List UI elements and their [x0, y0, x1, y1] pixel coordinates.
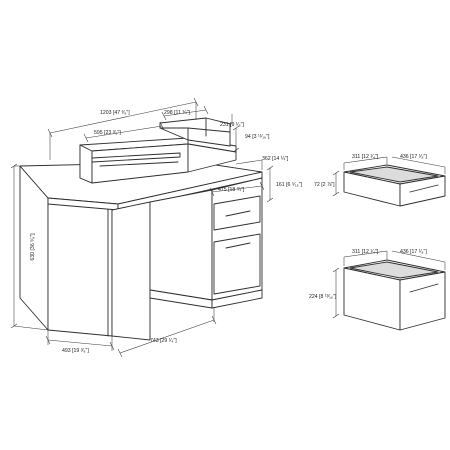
- dim-large-drawer-width: 436 [17 ¹⁄₈"]: [400, 249, 427, 255]
- large-drawer-front: [213, 233, 261, 295]
- dim-overall-width: 1203 [47 ³⁄₈"]: [100, 110, 130, 116]
- dim-cabinet-height: 161 [6 ⁵⁄₁₆"]: [276, 182, 303, 188]
- dim-large-drawer-height: 224 [8 ¹³⁄₁₆"]: [309, 294, 337, 300]
- desk-illustration: [19, 117, 263, 341]
- small-drawer-dimensions: 311 [12 ¹⁄₄"] 436 [17 ¹⁄₈"] 72 [2 ⅞"]: [314, 154, 446, 197]
- dim-drawer-opening: 475 [18 ¾"]: [218, 187, 245, 193]
- dim-hutch-shelf-width: 595 [23 ³⁄₈"]: [94, 130, 121, 136]
- hutch-shelf: [91, 152, 181, 163]
- dim-hutch-height: 94 [3 ¹¹⁄₁₆"]: [245, 134, 270, 140]
- desk-back-panel: [111, 201, 151, 341]
- desk-left-panel-front: [47, 197, 113, 337]
- large-drawer-illustration: [343, 259, 446, 331]
- dim-hutch-upper-depth: 231 [9 ¹⁄₈"]: [220, 122, 244, 128]
- dim-overall-height: 630 [36 ⁵⁄₈"]: [30, 233, 36, 261]
- dim-small-drawer-width: 436 [17 ¹⁄₈"]: [400, 154, 427, 160]
- dim-small-drawer-depth: 311 [12 ¹⁄₄"]: [352, 154, 379, 160]
- desk-dimensions: 1203 [47 ³⁄₈"] 595 [23 ³⁄₈"] 298 [11 ¾"]…: [10, 97, 303, 358]
- small-drawer-illustration: [343, 164, 446, 207]
- large-drawer-dimensions: 311 [12 ¹⁄₄"] 436 [17 ¹⁄₈"] 224 [8 ¹³⁄₁₆…: [309, 249, 446, 319]
- large-drawer-handle: [225, 242, 251, 249]
- dim-hutch-depth: 298 [11 ¾"]: [164, 110, 191, 116]
- dim-small-drawer-height: 72 [2 ⅞"]: [314, 182, 335, 188]
- dim-large-drawer-depth: 311 [12 ¹⁄₄"]: [352, 249, 379, 255]
- small-drawer-detail-handle: [409, 184, 439, 193]
- hutch: [79, 117, 237, 184]
- dim-cabinet-width: 743 [29 ¹⁄₄"]: [150, 338, 177, 344]
- cabinet-side: [149, 189, 213, 301]
- small-drawer-handle: [225, 210, 251, 217]
- large-drawer-detail-handle: [409, 283, 439, 293]
- dim-overall-depth: 493 [19 ³⁄₈"]: [62, 348, 89, 354]
- dim-top-depth: 362 [14 ¼"]: [262, 156, 289, 162]
- small-drawer-front: [213, 195, 261, 231]
